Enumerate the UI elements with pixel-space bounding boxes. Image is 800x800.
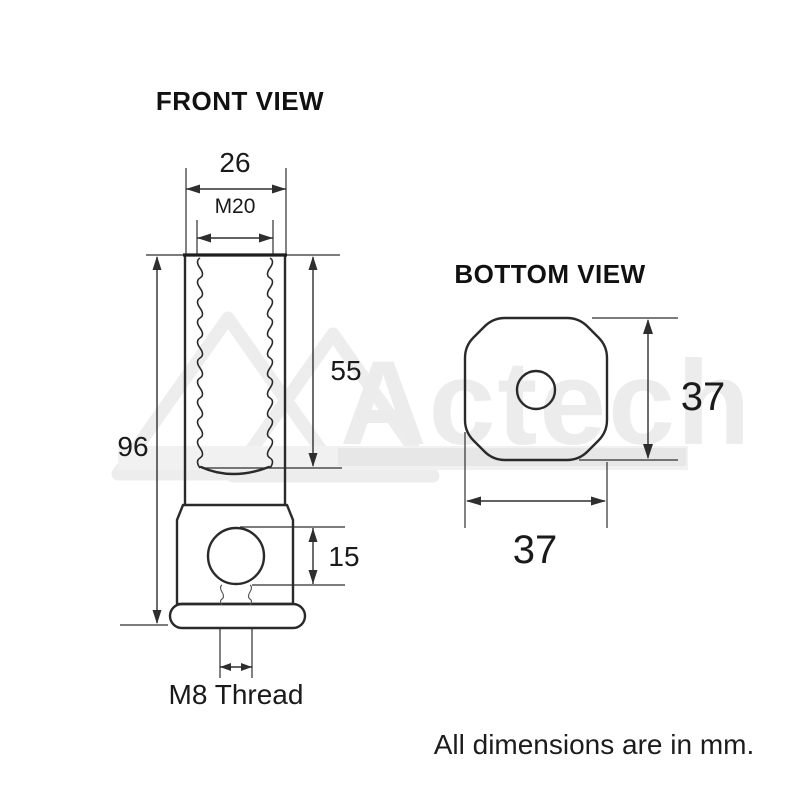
dimension-26: 26 <box>185 147 287 254</box>
dimension-m8-thread: M8 Thread <box>169 628 304 710</box>
thread-runout-curve <box>199 465 271 476</box>
m8-thread-hint-right <box>247 584 253 606</box>
dimension-15: 15 <box>240 526 360 586</box>
dimension-96: 96 <box>117 254 183 626</box>
bottom-view-title: BOTTOM VIEW <box>454 259 645 289</box>
watermark-brand-text: Actech <box>340 336 752 470</box>
brand-watermark: Actech <box>111 311 752 483</box>
dim-m8-label: M8 Thread <box>169 679 304 710</box>
thread-profile-left <box>196 257 204 469</box>
dim-15-label: 15 <box>328 541 359 572</box>
front-view-title: FRONT VIEW <box>156 86 324 116</box>
dim-26-label: 26 <box>219 147 250 178</box>
dim-96-label: 96 <box>117 431 148 462</box>
dim-m20-label: M20 <box>215 195 256 218</box>
dim-55-label: 55 <box>330 355 361 386</box>
dimension-37-vertical: 37 <box>579 317 726 461</box>
units-note: All dimensions are in mm. <box>434 729 755 760</box>
cross-hole-circle <box>206 526 266 586</box>
thread-profile-right <box>266 257 274 469</box>
dimension-55: 55 <box>205 254 362 469</box>
bottom-view: BOTTOM VIEW 37 37 <box>454 259 725 572</box>
dim-37-vertical-label: 37 <box>681 375 726 419</box>
m8-thread-hint-left <box>219 584 225 606</box>
watermark-tagline-strip <box>338 448 686 466</box>
dimension-37-horizontal: 37 <box>464 432 608 572</box>
front-view: FRONT VIEW 26 <box>117 86 361 710</box>
bottom-hole-circle <box>515 369 557 411</box>
bottom-view-outline <box>463 316 609 462</box>
watermark-triangle-icon <box>226 327 440 483</box>
flange-outline <box>168 602 307 630</box>
body-outline <box>175 503 295 606</box>
dim-37-horizontal-label: 37 <box>513 528 558 572</box>
dimension-m20: M20 <box>196 195 274 254</box>
